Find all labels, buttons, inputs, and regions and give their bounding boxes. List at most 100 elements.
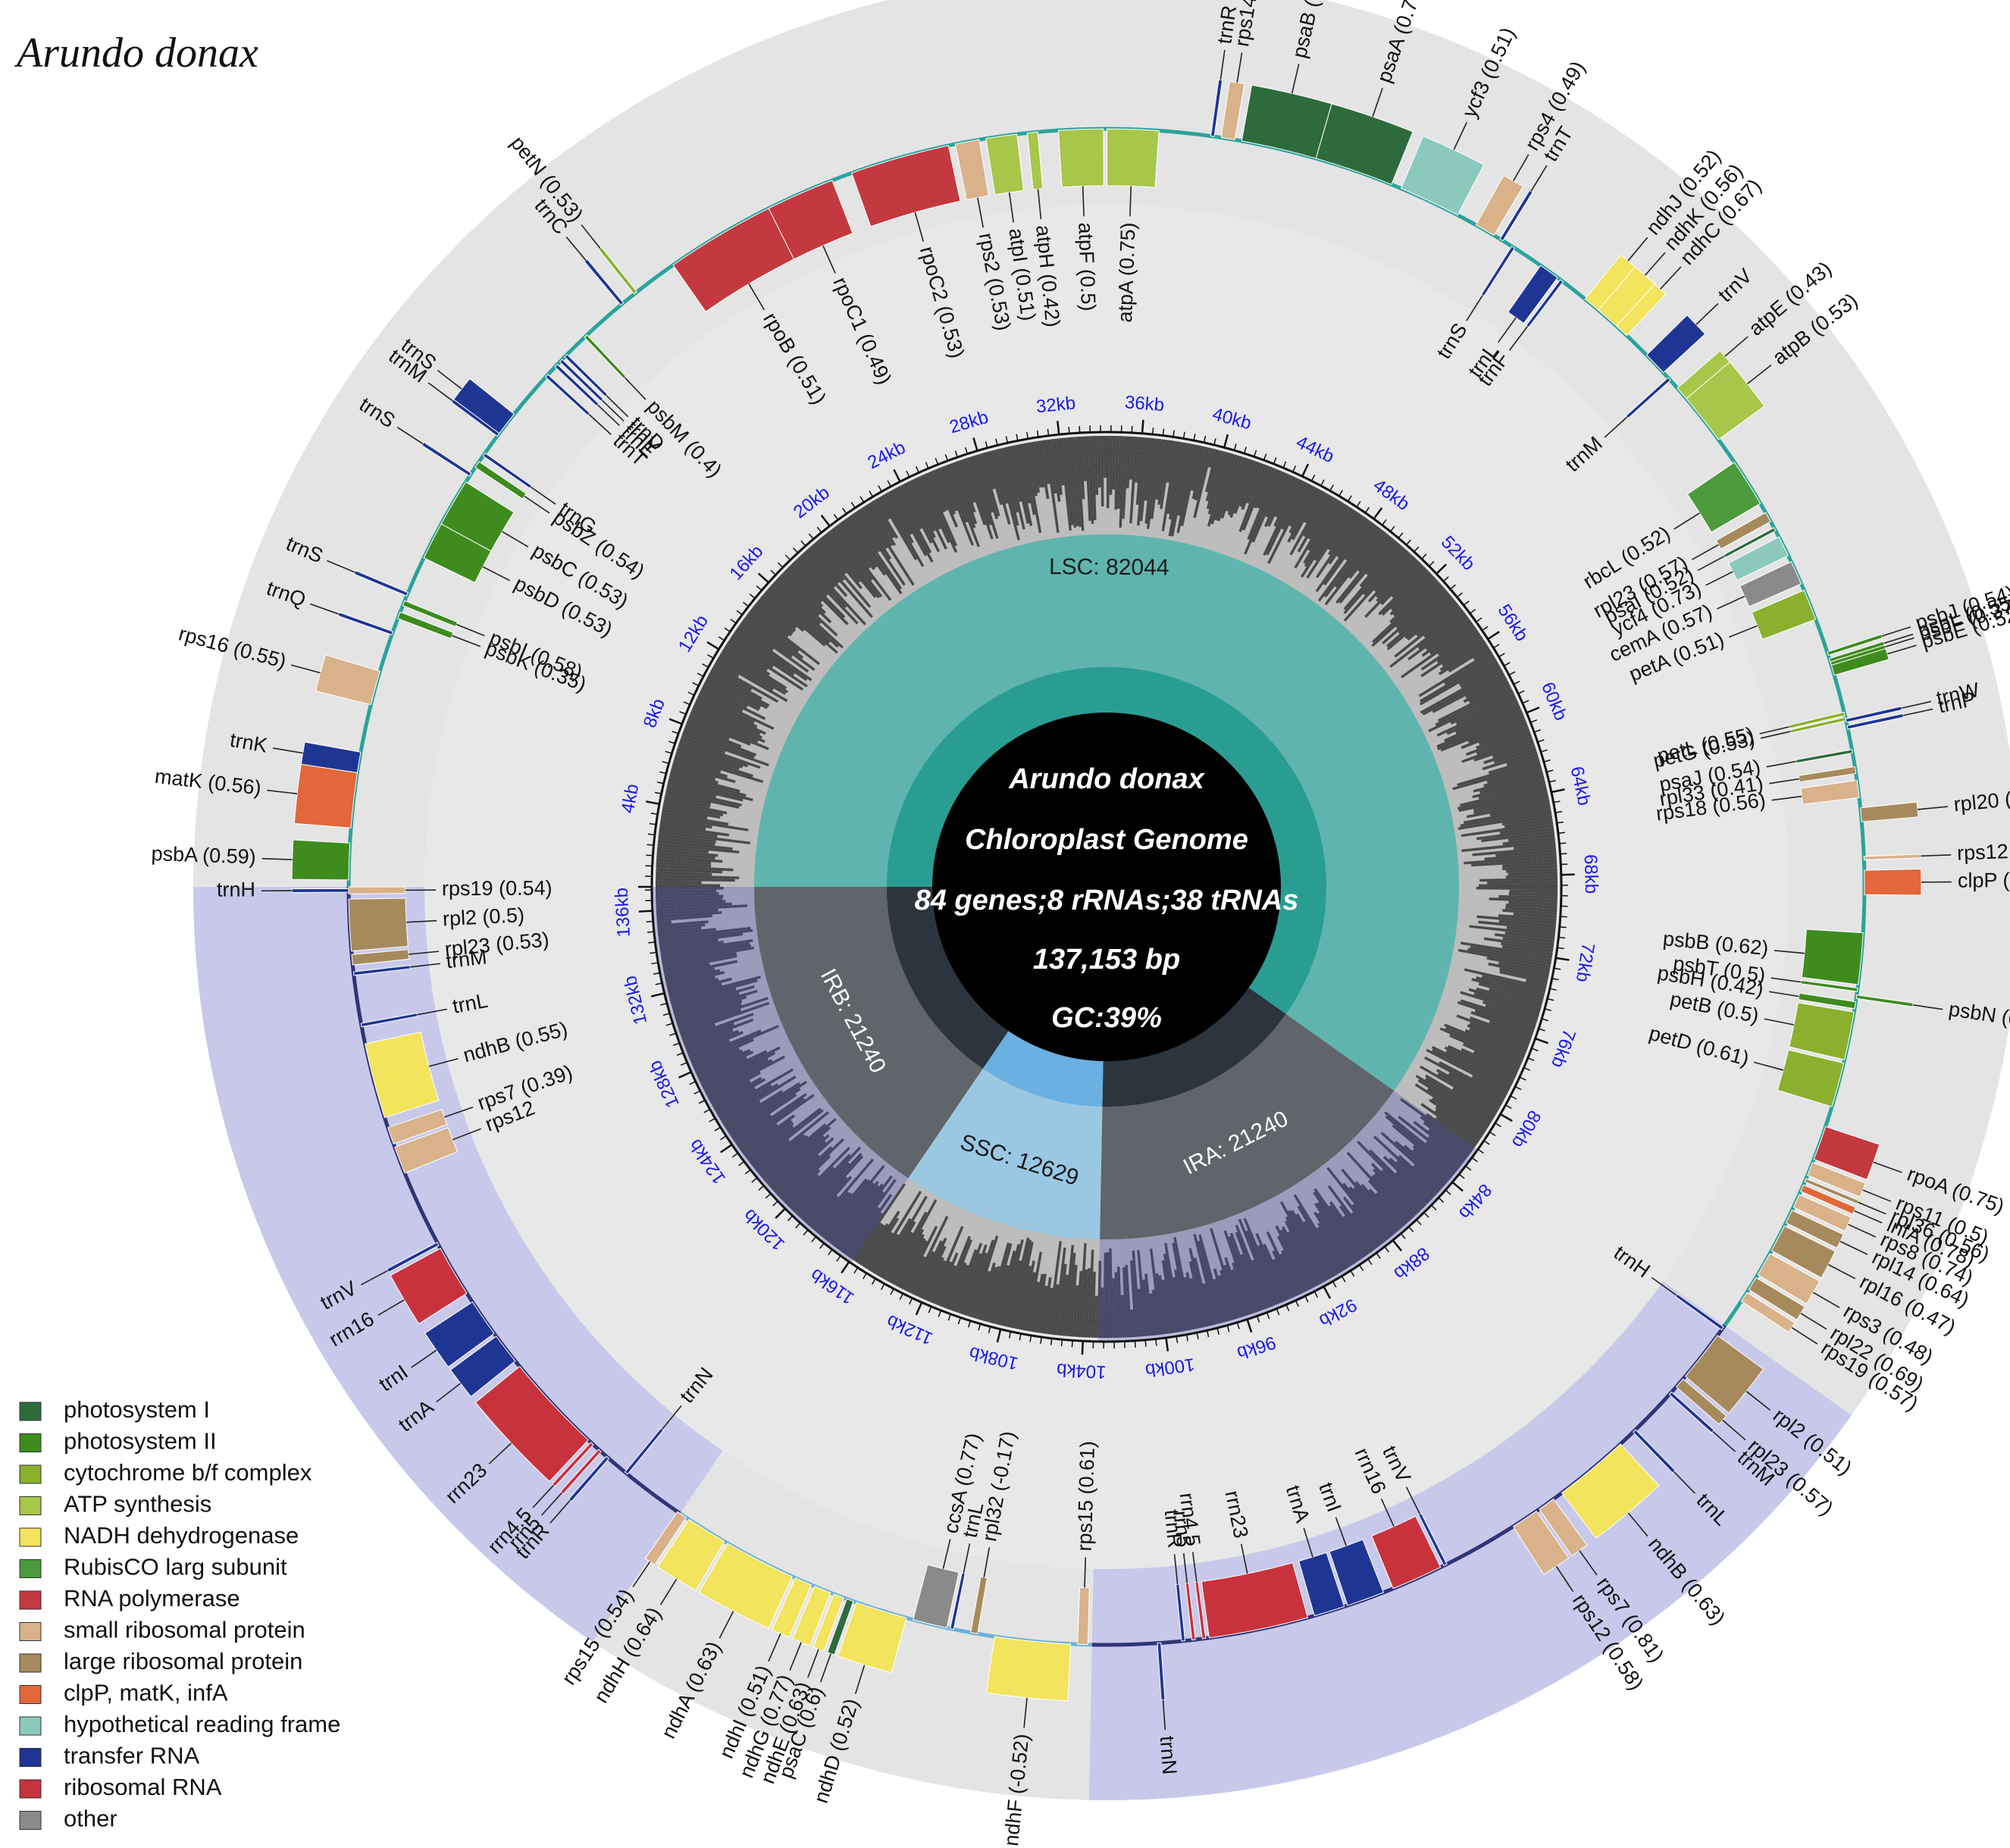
gc-bar: [736, 1097, 805, 1147]
gc-bar: [819, 537, 863, 590]
gc-bar: [692, 706, 762, 739]
gc-bar: [1338, 1205, 1375, 1252]
gc-bar: [1119, 436, 1126, 528]
gene-leader: [942, 1539, 951, 1569]
gc-bar: [729, 637, 774, 669]
gc-bar: [1281, 1226, 1316, 1289]
gene-block: [360, 1013, 418, 1028]
gene-block: [1751, 590, 1817, 641]
gc-bar: [1437, 712, 1524, 750]
gc-bar: [656, 920, 672, 925]
gene-block: [1801, 929, 1864, 985]
gene-block: [1740, 1292, 1796, 1333]
gc-bar: [1288, 1210, 1329, 1281]
gene-leader: [1800, 1312, 1827, 1330]
gene-block: [771, 1577, 812, 1638]
gc-bar: [688, 1039, 731, 1059]
gc-bar: [1492, 741, 1535, 759]
gene-block: [1748, 1276, 1805, 1320]
gc-bar: [773, 580, 822, 625]
gc-bar: [906, 1255, 926, 1292]
gc-bar: [1489, 802, 1551, 817]
tick-mark: [1558, 936, 1566, 939]
gc-bar: [1395, 1171, 1429, 1205]
gc-bar: [665, 790, 740, 809]
gc-bar: [662, 808, 708, 819]
gc-bar: [1075, 1270, 1083, 1337]
gc-bar: [1044, 440, 1060, 533]
gc-bar: [1213, 1278, 1229, 1323]
tick-mark: [1206, 1330, 1210, 1338]
tick-mark: [1253, 449, 1257, 457]
legend-swatch: [19, 1811, 42, 1830]
gene-block: [1864, 869, 1922, 896]
gene-leader: [310, 603, 340, 615]
tick-mark: [871, 1278, 876, 1285]
gc-bar: [1329, 1201, 1370, 1256]
gc-bar: [1307, 499, 1341, 551]
gc-bar: [917, 1237, 947, 1298]
tick-mark: [842, 507, 847, 515]
gc-bar: [727, 1080, 807, 1134]
gc-bar: [662, 805, 721, 819]
gene-block: [698, 1543, 793, 1629]
tick-mark: [692, 681, 700, 687]
gc-bar: [1441, 637, 1484, 667]
gene-leader: [1236, 52, 1243, 83]
gc-bar: [967, 456, 992, 526]
gc-bar: [678, 744, 744, 769]
gc-bar: [686, 1029, 740, 1054]
tick-mark: [1304, 1295, 1309, 1303]
gc-bar: [1364, 560, 1420, 619]
gene-leader: [1673, 1471, 1696, 1494]
gc-bar: [1142, 1280, 1151, 1336]
tick-label: 68kb: [1580, 854, 1601, 894]
gene-block: [644, 1511, 687, 1566]
gc-bar: [686, 720, 730, 741]
tick-mark: [800, 540, 806, 547]
gc-bar: [1317, 524, 1377, 602]
gc-bar: [804, 1176, 848, 1224]
gene-leader: [1372, 87, 1383, 117]
gc-bar: [1059, 1274, 1069, 1336]
gene-block: [1686, 462, 1761, 533]
gene-leader: [1729, 625, 1758, 638]
gc-bar: [1149, 1248, 1163, 1335]
gc-bar: [1317, 1222, 1348, 1270]
tick-mark: [944, 454, 949, 462]
gene-leader: [377, 1299, 405, 1316]
gene-leader: [1854, 1210, 1883, 1223]
tick-mark: [1329, 484, 1334, 491]
gc-bar: [1161, 441, 1179, 531]
gc-bar: [656, 864, 734, 872]
gc-bar: [658, 836, 715, 846]
gc-bar: [1313, 1211, 1351, 1268]
gc-bar: [1097, 1261, 1102, 1338]
tick-mark: [1266, 1312, 1270, 1320]
gc-bar: [1461, 1048, 1517, 1076]
gc-bar: [1266, 1231, 1299, 1297]
tick-mark: [1533, 729, 1541, 733]
gc-bar: [1193, 1233, 1219, 1325]
gc-bar: [1488, 962, 1549, 978]
gene-block: [1855, 994, 1914, 1007]
gene-leader: [1770, 977, 1802, 983]
gc-bar: [1210, 1227, 1240, 1319]
gene-label: clpP (0.35): [1958, 869, 2010, 892]
gc-bar: [755, 601, 794, 634]
gc-bar: [657, 920, 709, 928]
gc-bar: [656, 894, 724, 900]
tick-mark: [1243, 446, 1248, 454]
gc-bar: [1371, 582, 1442, 647]
tick-mark: [1483, 1140, 1490, 1145]
gene-leader: [662, 1405, 682, 1430]
gc-bar: [1281, 1249, 1304, 1294]
gc-bar: [1336, 516, 1367, 558]
gc-bar: [679, 1001, 770, 1035]
gc-bar: [826, 1182, 875, 1242]
gc-bar: [778, 1145, 833, 1198]
gene-block: [394, 1127, 459, 1174]
gc-bar: [714, 661, 740, 678]
gene-block: [624, 1427, 665, 1475]
gc-bar: [1470, 1016, 1532, 1041]
